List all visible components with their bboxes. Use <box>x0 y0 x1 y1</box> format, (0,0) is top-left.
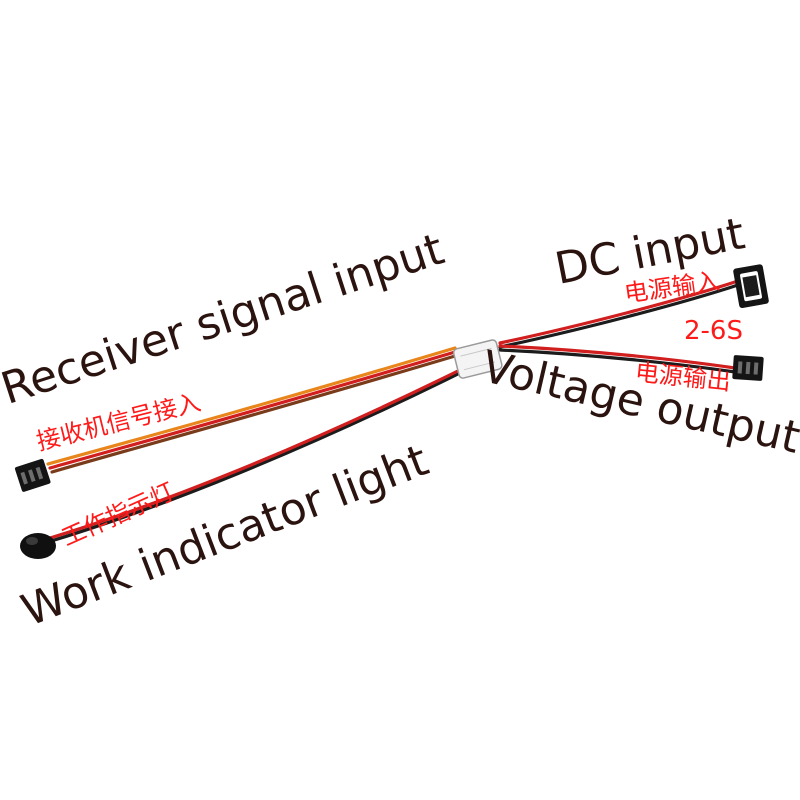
dc-input-connector-icon <box>733 264 769 308</box>
servo-connector-icon <box>14 458 51 492</box>
dc-input-wire <box>498 279 740 349</box>
voltage-output-wire <box>498 344 737 374</box>
voltage-range-label: 2-6S <box>684 316 743 346</box>
indicator-wire-pair <box>46 366 466 544</box>
voltage-output-connector-icon <box>732 355 764 381</box>
switch-module-icon <box>452 339 503 379</box>
receiver-wire-bundle <box>46 346 457 474</box>
led-indicator-icon <box>20 533 56 559</box>
